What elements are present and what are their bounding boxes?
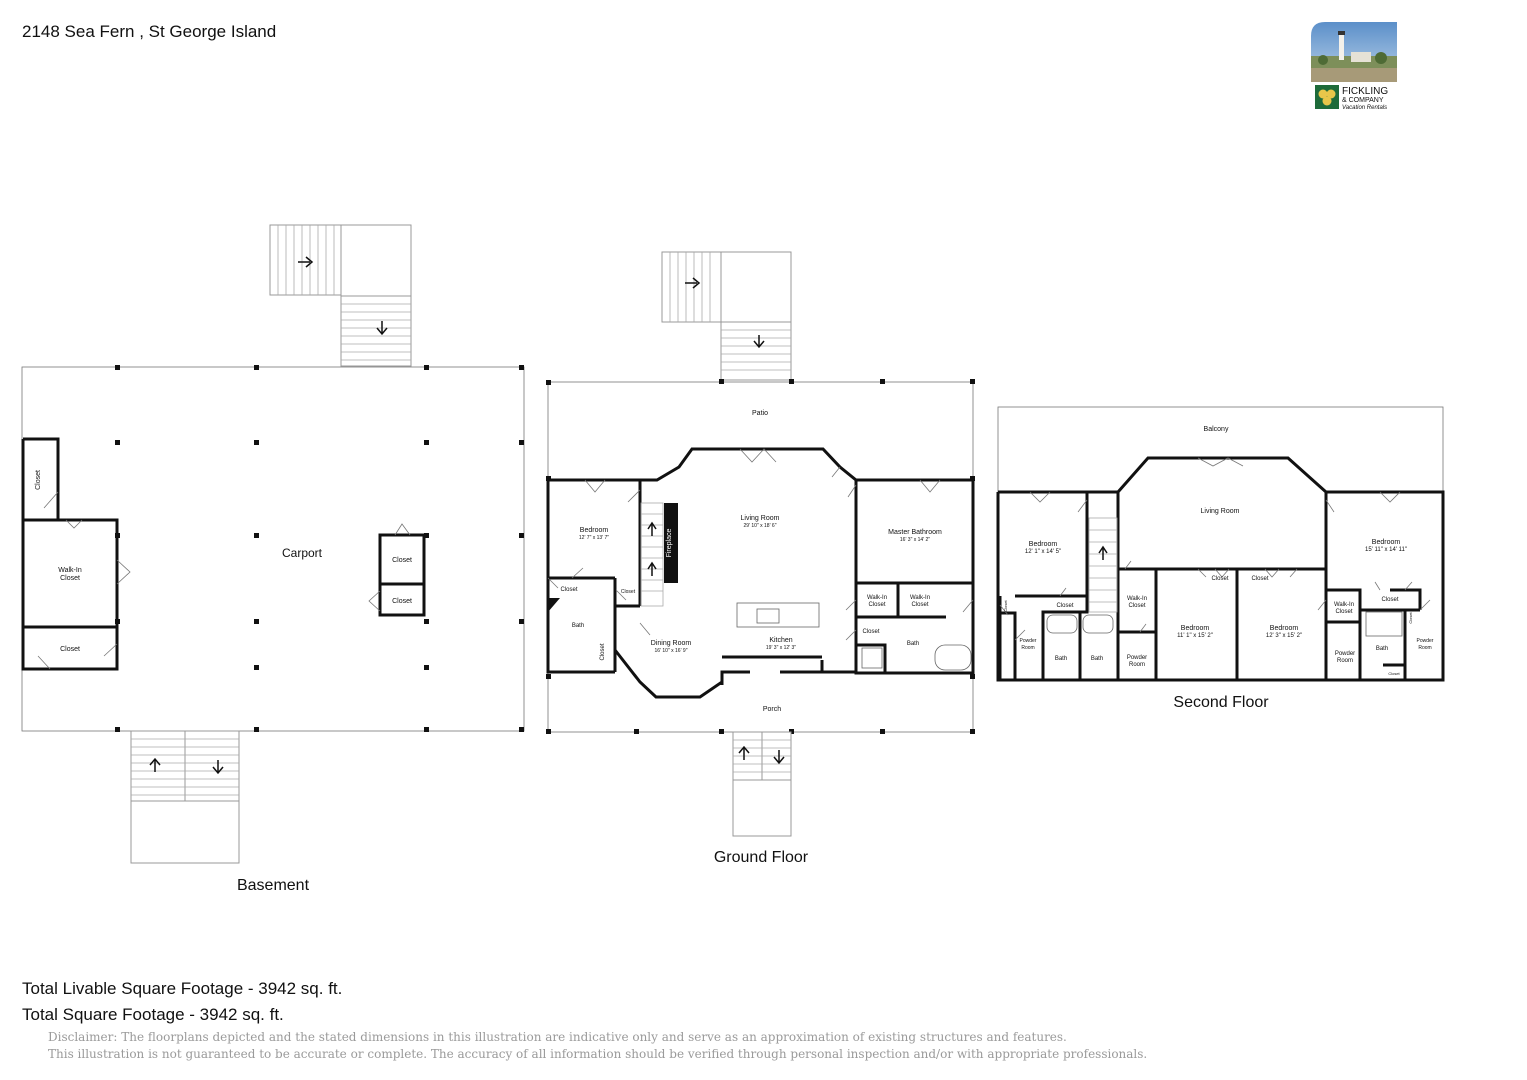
walkin-right-label: Walk-In	[1334, 602, 1354, 608]
stair-arrow-icon	[149, 757, 161, 772]
dining-dim: 16' 10" x 16' 9"	[655, 648, 688, 654]
logo-line-3: Vacation Rentals	[1342, 105, 1387, 111]
ground-bedroom-label: Bedroom	[580, 527, 609, 534]
ground-bath-right: Bath	[907, 641, 919, 647]
bathtub-icon	[934, 644, 972, 671]
ground-closet-a: Closet	[560, 587, 577, 593]
stair-arrow-icon	[298, 256, 314, 268]
ground-walkin-a-2: Closet	[868, 602, 885, 608]
second-bath-1: Bath	[1055, 656, 1067, 662]
ground-closet-c: Closet	[600, 643, 606, 660]
basement-closet-bottom: Closet	[60, 646, 80, 653]
basement-closet-top: Closet	[35, 470, 42, 490]
bedroom-left-label: Bedroom	[1029, 541, 1058, 548]
basement-walkin-label: Walk-In	[58, 567, 82, 574]
kitchen-label: Kitchen	[769, 637, 792, 644]
bathtub-icon	[1046, 614, 1078, 634]
second-closet-5: Closet	[1003, 599, 1008, 611]
livable-square-footage: Total Livable Square Footage - 3942 sq. …	[22, 979, 343, 998]
basement-closet-mid-1: Closet	[392, 557, 412, 564]
ground-walkin-b: Walk-In	[910, 595, 930, 601]
powder-4-label: Powder	[1417, 638, 1434, 644]
walkin-right-label-2: Closet	[1335, 609, 1352, 615]
bedroom-mid-1-label: Bedroom	[1181, 625, 1210, 632]
bedroom-left-dim: 12' 1" x 14' 5"	[1025, 549, 1061, 555]
bedroom-right-label: Bedroom	[1372, 539, 1401, 546]
logo-line-2: & COMPANY	[1342, 97, 1384, 104]
patio-label: Patio	[752, 410, 768, 417]
stair-arrow-icon	[212, 760, 224, 775]
bedroom-mid-1-dim: 11' 1" x 15' 2"	[1177, 633, 1213, 639]
powder-1-label-2: Room	[1021, 645, 1034, 651]
second-closet-3: Closet	[1251, 576, 1268, 582]
porch-label: Porch	[763, 706, 781, 713]
ground-floor-plan: Fireplace Patio Bedroom 12' 7" x 13' 7" …	[546, 251, 975, 866]
second-living-label: Living Room	[1201, 508, 1240, 515]
basement-plan: Closet Walk-In Closet Closet Closet Clos…	[21, 224, 525, 894]
fireplace-label: Fireplace	[666, 529, 673, 558]
ground-bath-left: Bath	[572, 623, 584, 629]
master-bath-label: Master Bathroom	[888, 529, 942, 536]
ground-closet-b: Closet	[621, 589, 636, 595]
company-logo: FICKLING & COMPANY Vacation Rentals	[1311, 22, 1397, 111]
powder-4-label-2: Room	[1418, 645, 1431, 651]
logo-line-1: FICKLING	[1342, 86, 1388, 97]
second-floor-title: Second Floor	[1173, 694, 1269, 711]
ground-closet-d: Closet	[862, 629, 879, 635]
second-closet-7: Closet	[1388, 671, 1400, 676]
powder-3-label: Powder	[1335, 651, 1355, 657]
ground-living-label: Living Room	[741, 515, 780, 522]
stair-arrow-icon	[753, 335, 765, 349]
bedroom-right-dim: 15' 11" x 14' 11"	[1365, 547, 1407, 553]
balcony-label: Balcony	[1204, 426, 1229, 433]
ground-living-dim: 29' 10" x 18' 6"	[744, 523, 777, 529]
second-closet-6: Closet	[1408, 611, 1413, 623]
walkin-left-label-2: Closet	[1128, 603, 1145, 609]
second-bath-2: Bath	[1091, 656, 1103, 662]
dining-label: Dining Room	[651, 640, 692, 647]
bedroom-mid-2-label: Bedroom	[1270, 625, 1299, 632]
stair-arrow-icon	[685, 277, 701, 289]
bedroom-mid-2-dim: 12' 3" x 15' 2"	[1266, 633, 1302, 639]
shower-icon	[861, 647, 883, 669]
powder-1-label: Powder	[1020, 638, 1037, 644]
basement-title: Basement	[237, 877, 310, 894]
carport-label: Carport	[282, 546, 323, 560]
cooktop-icon	[756, 608, 780, 624]
ground-bedroom-dim: 12' 7" x 13' 7"	[579, 535, 609, 541]
kitchen-dim: 19' 3" x 12' 3"	[766, 645, 796, 651]
stair-arrow-icon	[1098, 545, 1108, 560]
property-address: 2148 Sea Fern , St George Island	[22, 22, 277, 41]
bathtub-icon	[1082, 614, 1114, 634]
shower-icon	[1365, 611, 1403, 637]
second-bath-3: Bath	[1376, 646, 1388, 652]
stair-arrow-icon	[738, 745, 750, 760]
stair-arrow-icon	[647, 521, 657, 576]
stair-arrow-icon	[773, 750, 785, 765]
disclaimer-line-2: This illustration is not guaranteed to b…	[48, 1047, 1148, 1061]
kitchen-island	[736, 602, 820, 628]
disclaimer-line-1: Disclaimer: The floorplans depicted and …	[48, 1030, 1067, 1044]
second-closet-2: Closet	[1211, 576, 1228, 582]
second-closet-4: Closet	[1381, 597, 1398, 603]
master-bath-dim: 16' 3" x 14' 2"	[900, 537, 930, 543]
stair-arrow-icon	[376, 321, 388, 336]
powder-2-label-2: Room	[1129, 662, 1145, 668]
walkin-left-label: Walk-In	[1127, 596, 1147, 602]
powder-2-label: Powder	[1127, 655, 1147, 661]
second-closet-1: Closet	[1056, 603, 1073, 609]
ground-walkin-b-2: Closet	[911, 602, 928, 608]
second-floor-plan: Balcony Living Room Bedroom 12' 1" x 14'…	[996, 406, 1445, 711]
basement-closet-mid-2: Closet	[392, 598, 412, 605]
ground-floor-title: Ground Floor	[714, 849, 809, 866]
powder-3-label-2: Room	[1337, 658, 1353, 664]
basement-walkin-label-2: Closet	[60, 575, 80, 582]
total-square-footage: Total Square Footage - 3942 sq. ft.	[22, 1005, 284, 1024]
ground-walkin-a: Walk-In	[867, 595, 887, 601]
